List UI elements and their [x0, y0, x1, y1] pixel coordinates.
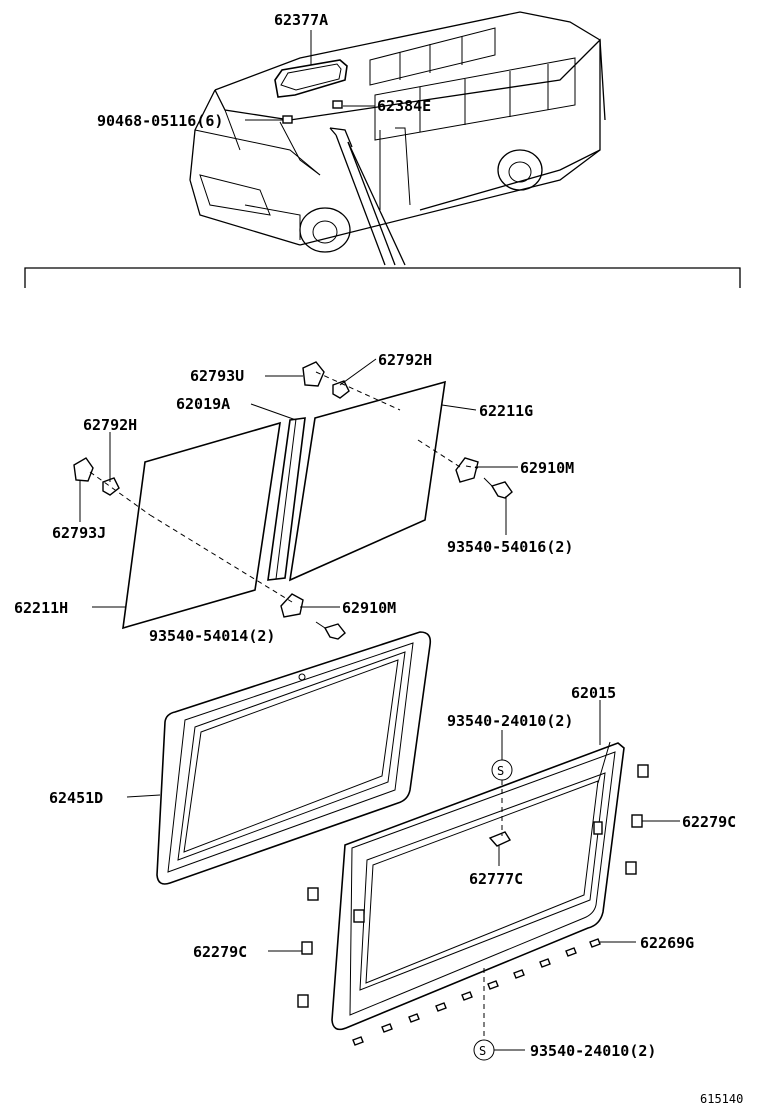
- label-93540-54016: 93540-54016(2): [447, 538, 573, 556]
- clip-62777C: [488, 831, 512, 847]
- glass-panel-62211G: [288, 380, 446, 582]
- label-62792H-left: 62792H: [83, 416, 137, 434]
- label-62019A: 62019A: [176, 395, 230, 413]
- label-62015: 62015: [571, 684, 616, 702]
- label-62792H-top: 62792H: [378, 351, 432, 369]
- clip-62279C-right-2: [631, 814, 643, 828]
- label-90468-05116: 90468-05116(6): [97, 112, 223, 130]
- clip-62279C-right-1: [637, 764, 649, 778]
- stopper-62910M-right: [455, 457, 479, 483]
- label-93540-24010-bottom: 93540-24010(2): [530, 1042, 656, 1060]
- clip-62279C-left-3: [297, 994, 309, 1008]
- label-62211H: 62211H: [14, 599, 68, 617]
- clip-62793U: [302, 361, 325, 387]
- label-62910M-low: 62910M: [342, 599, 396, 617]
- label-62793U: 62793U: [190, 367, 244, 385]
- glass-panel-62211H: [122, 421, 281, 630]
- clip-62279C-left-2: [301, 941, 313, 955]
- s-symbol-bottom-label: S: [479, 1044, 486, 1058]
- s-symbol-top: [491, 759, 513, 781]
- diagram-id: 615140: [700, 1092, 743, 1106]
- weatherstrip-62451D: [126, 631, 432, 885]
- clip-62792H-left: [102, 477, 120, 496]
- label-62910M-right: 62910M: [520, 459, 574, 477]
- clip-62279C-right-3: [625, 861, 637, 875]
- part-labels: 62377A 90468-05116(6) 62384E 62792H 6279…: [14, 11, 743, 1106]
- label-62211G: 62211G: [479, 402, 533, 420]
- label-62793J: 62793J: [52, 524, 106, 542]
- section-divider: [24, 267, 741, 288]
- sliding-glass-assembly: [73, 358, 518, 640]
- window-frame-62015: S S: [268, 700, 680, 1061]
- label-62279C-right: 62279C: [682, 813, 736, 831]
- label-93540-54014: 93540-54014(2): [149, 627, 275, 645]
- screw-93540-54014: [323, 623, 346, 640]
- label-62269G: 62269G: [640, 934, 694, 952]
- clips-62269G: [352, 938, 601, 1046]
- label-93540-24010-top: 93540-24010(2): [447, 712, 573, 730]
- screw-93540-54016: [490, 481, 513, 499]
- clip-62279C-left-1: [307, 887, 319, 901]
- label-62451D: 62451D: [49, 789, 103, 807]
- label-62377A: 62377A: [274, 11, 328, 29]
- label-62279C-left: 62279C: [193, 943, 247, 961]
- s-symbol-top-label: S: [497, 764, 504, 778]
- label-62777C: 62777C: [469, 870, 523, 888]
- minibus-illustration: [189, 11, 606, 266]
- clip-62793J: [73, 457, 94, 482]
- label-62384E: 62384E: [377, 97, 431, 115]
